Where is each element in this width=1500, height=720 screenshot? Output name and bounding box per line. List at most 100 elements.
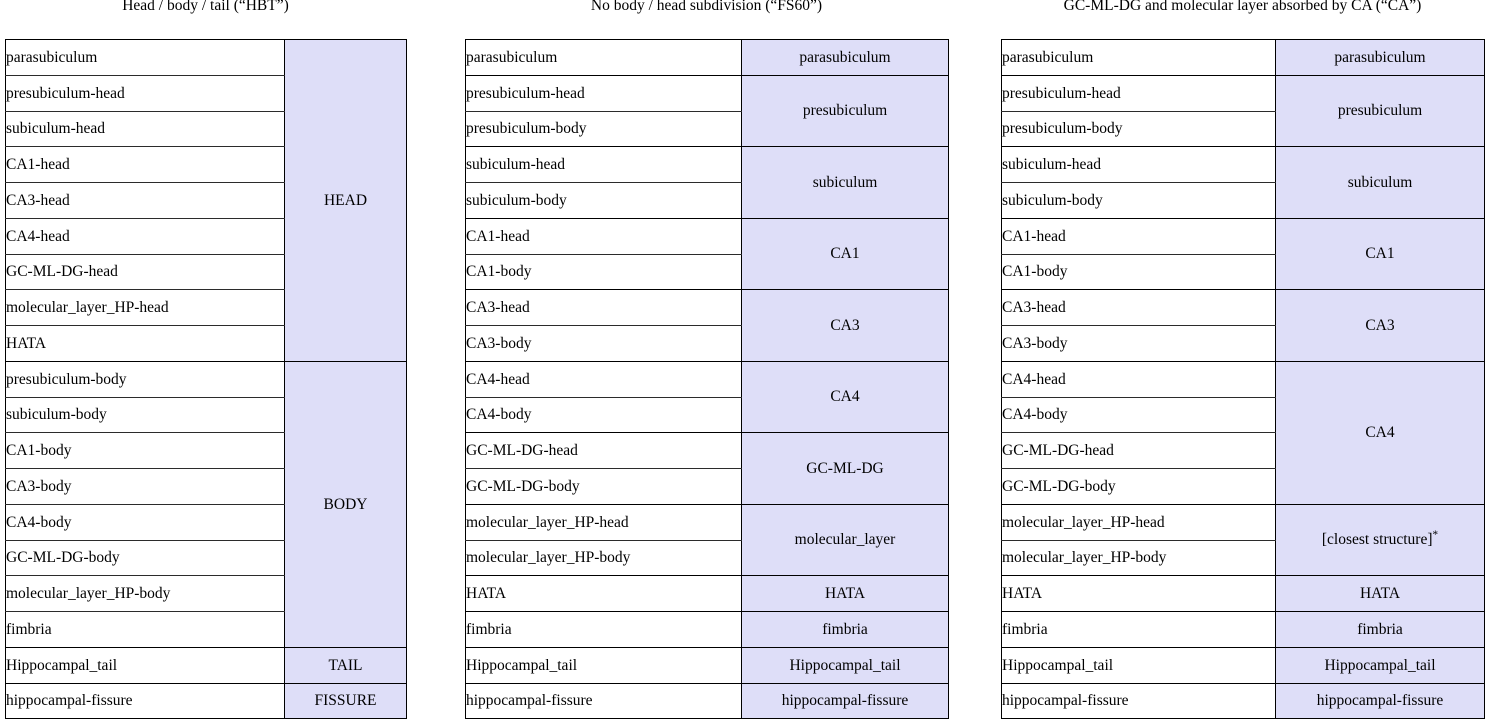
table-row: subiculum-body xyxy=(1001,182,1485,219)
source-label-cell: molecular_layer_HP-head xyxy=(1001,504,1276,541)
source-label-cell: GC-ML-DG-body xyxy=(1001,468,1276,505)
source-label-cell: subiculum-body xyxy=(1001,182,1276,219)
source-label-cell: presubiculum-head xyxy=(5,75,285,112)
group-label-cell: CA1 xyxy=(1275,218,1485,291)
table-row: molecular_layer_HP-body xyxy=(465,540,949,577)
source-label-cell: CA1-body xyxy=(465,254,742,291)
source-label-cell: CA4-head xyxy=(1001,361,1276,398)
source-label-cell: Hippocampal_tail xyxy=(465,647,742,684)
group-label-cell: parasubiculum xyxy=(1275,39,1485,76)
group-label-cell: TAIL xyxy=(284,647,407,684)
source-label-cell: CA4-head xyxy=(5,218,285,255)
panel-title-ca: GC-ML-DG and molecular layer absorbed by… xyxy=(1063,0,1422,14)
source-label-cell: CA4-body xyxy=(465,397,742,434)
table-row: GC-ML-DG-body xyxy=(1001,468,1485,505)
source-label-cell: molecular_layer_HP-body xyxy=(5,575,285,612)
group-label-text: CA4 xyxy=(830,388,860,406)
group-label-cell: hippocampal-fissure xyxy=(741,683,949,719)
group-label-cell: CA4 xyxy=(741,361,949,434)
source-label-cell: CA1-body xyxy=(1001,254,1276,291)
source-label-cell: hippocampal-fissure xyxy=(1001,683,1276,719)
panel-title-fs60: No body / head subdivision (“FS60”) xyxy=(590,0,823,14)
group-label-text: HATA xyxy=(824,585,866,603)
table-row: HATA xyxy=(5,325,407,362)
table-row: subiculum-body xyxy=(465,182,949,219)
group-label-text: fimbria xyxy=(822,620,868,638)
table-row: GC-ML-DG-head xyxy=(1001,432,1485,469)
source-label-cell: CA1-head xyxy=(465,218,742,255)
group-label-text: subiculum xyxy=(812,173,878,191)
group-label-cell: GC-ML-DG xyxy=(741,432,949,505)
table-row: Hippocampal_tail Hippocampal_tail xyxy=(1001,647,1485,684)
source-label-cell: subiculum-head xyxy=(5,111,285,148)
group-label-text: CA1 xyxy=(1365,245,1395,263)
table-row: presubiculum-head xyxy=(5,75,407,112)
table-row: CA1-body xyxy=(5,432,407,469)
group-label-text: presubiculum xyxy=(802,102,888,120)
group-label-cell: hippocampal-fissure xyxy=(1275,683,1485,719)
group-label-cell: HATA xyxy=(741,575,949,612)
group-label-cell: fimbria xyxy=(741,611,949,648)
table-row: presubiculum-body xyxy=(1001,111,1485,148)
source-label-cell: HATA xyxy=(465,575,742,612)
group-label-text: presubiculum xyxy=(1337,102,1423,120)
table-row: CA1-head xyxy=(5,146,407,183)
table-row: CA3-body xyxy=(5,468,407,505)
table-row: HATA HATA xyxy=(465,575,949,612)
group-label-cell: [closest structure]* xyxy=(1275,504,1485,577)
table-row: GC-ML-DG-body xyxy=(5,540,407,577)
group-label-text: fimbria xyxy=(1357,620,1403,638)
source-label-cell: HATA xyxy=(5,325,285,362)
group-label-text: Hippocampal_tail xyxy=(1324,656,1436,674)
group-label-text: GC-ML-DG xyxy=(806,459,884,477)
source-label-cell: CA3-head xyxy=(1001,289,1276,326)
table-row: CA4-body xyxy=(465,397,949,434)
group-label-cell: presubiculum xyxy=(1275,75,1485,148)
group-label-cell: fimbria xyxy=(1275,611,1485,648)
group-label-cell: CA1 xyxy=(741,218,949,291)
group-label-text: molecular_layer xyxy=(794,531,896,549)
source-label-cell: presubiculum-body xyxy=(1001,111,1276,148)
source-label-cell: presubiculum-head xyxy=(1001,75,1276,112)
group-label-cell: HATA xyxy=(1275,575,1485,612)
source-label-cell: Hippocampal_tail xyxy=(1001,647,1276,684)
group-label-text: CA4 xyxy=(1365,424,1395,442)
group-label-cell: HEAD xyxy=(284,39,407,362)
group-label-cell: presubiculum xyxy=(741,75,949,148)
table-row: CA3-head xyxy=(5,182,407,219)
source-label-cell: parasubiculum xyxy=(1001,39,1276,76)
group-label-text: FISSURE xyxy=(314,692,377,710)
group-label-text: HATA xyxy=(1359,585,1401,603)
table-row: CA3-body xyxy=(465,325,949,362)
table-row: GC-ML-DG-head xyxy=(5,254,407,291)
group-label-cell: BODY xyxy=(284,361,407,648)
group-label-text: CA3 xyxy=(1365,316,1395,334)
group-label-text: BODY xyxy=(323,495,368,513)
group-label-text: Hippocampal_tail xyxy=(789,656,901,674)
source-label-cell: CA3-body xyxy=(5,468,285,505)
source-label-cell: CA3-body xyxy=(1001,325,1276,362)
source-label-cell: parasubiculum xyxy=(5,39,285,76)
source-label-cell: CA1-head xyxy=(5,146,285,183)
source-label-cell: parasubiculum xyxy=(465,39,742,76)
